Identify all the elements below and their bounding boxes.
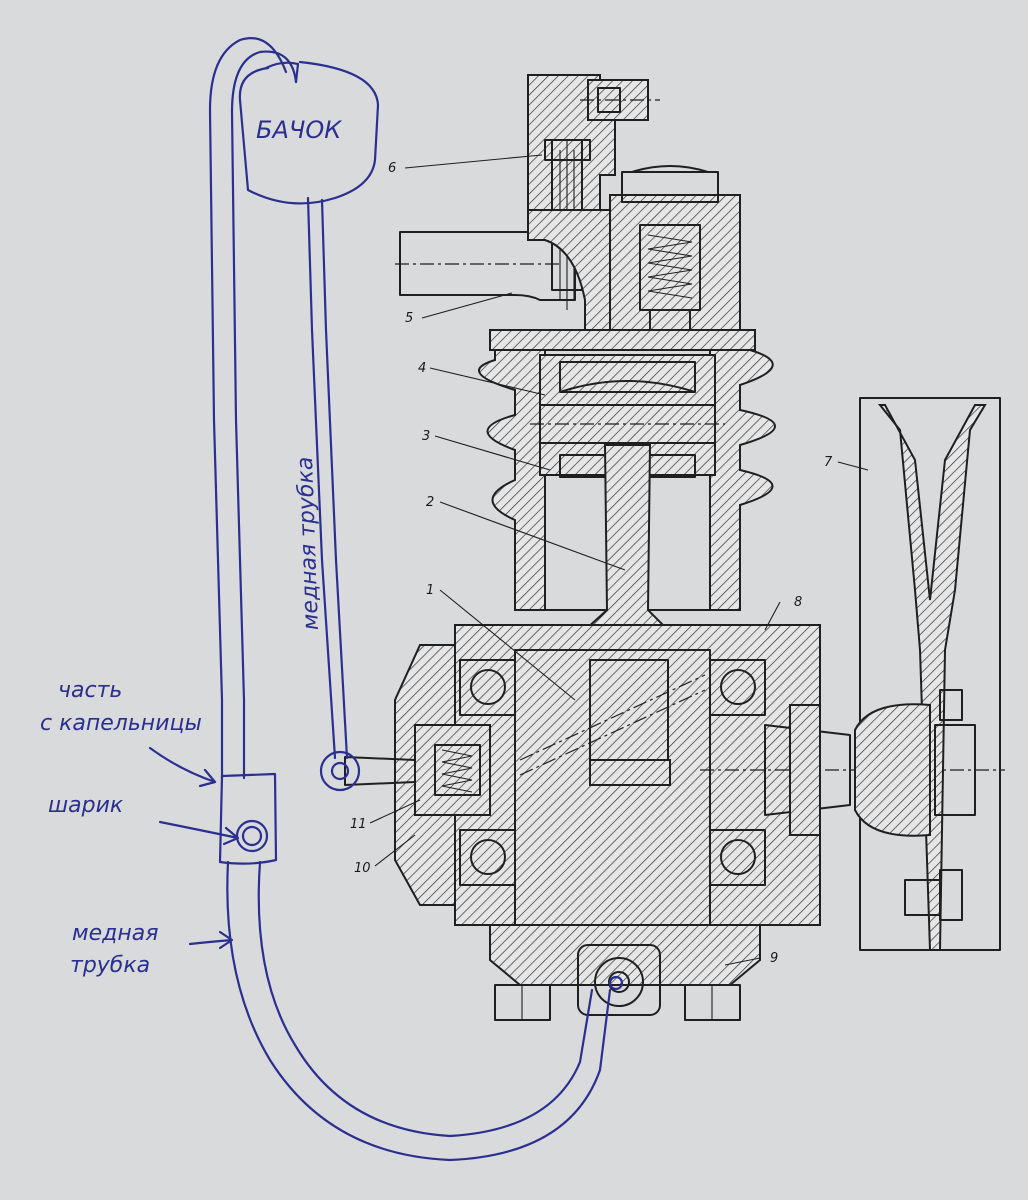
inlet-pipe: [395, 209, 611, 336]
fitting-eye: [319, 750, 361, 792]
cylinder: [478, 349, 776, 611]
part-number-10: 10: [354, 861, 371, 876]
outer-tube: [208, 37, 298, 780]
part-number-9: 9: [770, 951, 778, 966]
dropper-body: [218, 772, 278, 865]
upper-tube: [306, 196, 349, 760]
part-number-8: 8: [794, 595, 802, 610]
leader-lines: [369, 154, 869, 966]
dropper-arrow: [148, 746, 217, 788]
oil-fitting: [344, 724, 491, 816]
part-number-7: 7: [824, 455, 833, 470]
ball-inner: [241, 825, 263, 847]
handwritten-annotations: БАЧОК медная трубка часть с капельницы ш…: [40, 37, 624, 1162]
valve-box: [609, 165, 741, 341]
crankshaft: [700, 704, 1005, 836]
oil-pan: [489, 924, 761, 1021]
part-number-3: 3: [422, 429, 430, 444]
part-number-5: 5: [405, 311, 413, 326]
part-number-4: 4: [418, 361, 426, 376]
ball-label: шарик: [48, 793, 124, 818]
drain-marker: [608, 975, 624, 991]
ball: [235, 819, 269, 853]
bearings: [459, 659, 766, 886]
tank-label: БАЧОК: [256, 116, 342, 144]
lower-tube-label-1: медная: [72, 921, 158, 946]
technical-drawing: 6 5 4 3 2 1 8 7 11 10 9: [344, 74, 1005, 1021]
cylinder-head: [489, 329, 756, 351]
ball-arrow: [158, 820, 240, 846]
lower-tube: [226, 860, 612, 1162]
valve-tower: [527, 74, 660, 310]
tank-outline: [238, 60, 380, 205]
lower-tube-label-2: трубка: [70, 953, 150, 978]
part-number-6: 6: [388, 161, 396, 176]
part-number-1: 1: [426, 583, 434, 598]
fitting-eye-inner: [330, 761, 350, 781]
upper-tube-label: медная трубка: [293, 456, 324, 630]
dropper-part-label-2: с капельницы: [40, 711, 202, 736]
part-number-11: 11: [350, 817, 367, 832]
lower-tube-arrow: [188, 930, 234, 950]
pulley: [854, 397, 1001, 951]
dropper-part-label-1: часть: [58, 678, 122, 703]
part-number-2: 2: [426, 495, 434, 510]
